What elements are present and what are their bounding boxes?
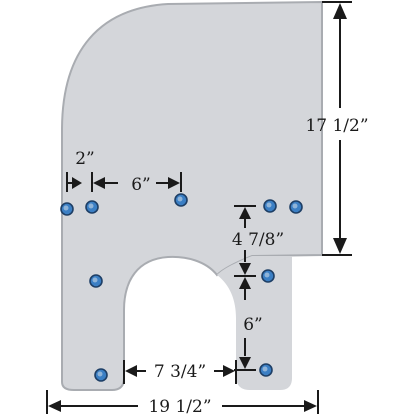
- height-dimension: 17 1/2”: [305, 1, 369, 256]
- arrow-left-icon: [93, 177, 105, 189]
- hole-spacing-small-dimension: 2”: [66, 149, 95, 192]
- hole-right-top-1: [263, 199, 277, 213]
- arrow-up-icon: [239, 207, 251, 219]
- hole-left-top-2: [85, 200, 99, 214]
- hole-right-bottom: [259, 363, 273, 377]
- hole-spacing-small-label: 2”: [75, 149, 95, 169]
- height-label: 17 1/2”: [305, 116, 368, 136]
- arrow-right-icon: [168, 177, 180, 189]
- arrow-down-icon: [239, 263, 251, 275]
- width-label: 19 1/2”: [148, 397, 211, 416]
- notch-width-dimension: 7 3/4”: [123, 360, 237, 384]
- arrow-right-icon: [72, 177, 82, 189]
- mounting-holes: [60, 193, 303, 382]
- hole-right-middle: [261, 269, 275, 283]
- right-lower-label: 6”: [243, 315, 263, 335]
- windshield-shape: [61, 0, 323, 391]
- arrow-right-icon: [223, 365, 235, 377]
- hole-left-bottom: [94, 368, 108, 382]
- hole-left-top-1: [60, 202, 74, 216]
- hole-left-middle: [89, 274, 103, 288]
- arrow-right-icon: [304, 400, 317, 412]
- hole-spacing-large-label: 6”: [131, 175, 151, 195]
- hole-spacing-large-dimension: 6”: [93, 172, 182, 195]
- right-lower-dimension: 6”: [234, 277, 263, 371]
- arrow-up-icon: [239, 277, 251, 289]
- arrow-down-icon: [333, 238, 347, 254]
- hole-right-top-2: [289, 200, 303, 214]
- right-upper-dimension: 4 7/8”: [232, 205, 284, 277]
- arrow-up-icon: [333, 3, 347, 19]
- notch-width-label: 7 3/4”: [154, 362, 206, 382]
- hole-center-top: [174, 193, 188, 207]
- right-upper-label: 4 7/8”: [232, 230, 284, 250]
- arrow-left-icon: [125, 365, 137, 377]
- windshield-right-leg: [217, 256, 292, 390]
- arrow-down-icon: [239, 357, 251, 369]
- width-dimension: 19 1/2”: [46, 390, 319, 416]
- arrow-left-icon: [48, 400, 61, 412]
